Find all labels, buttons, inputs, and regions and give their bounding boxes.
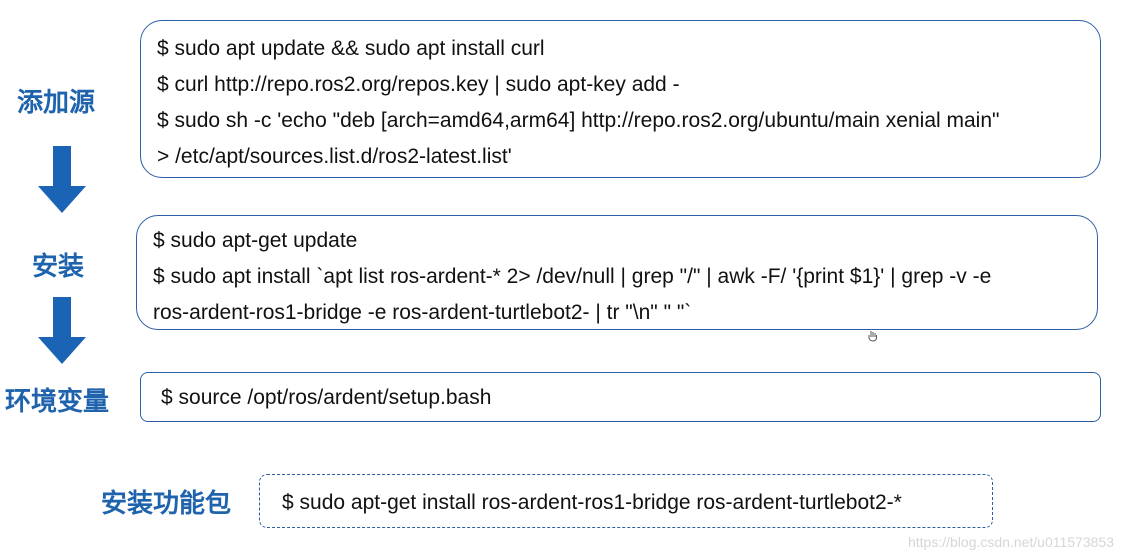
command-line: $ source /opt/ros/ardent/setup.bash <box>161 386 492 409</box>
command-box-environment: $ source /opt/ros/ardent/setup.bash <box>140 372 1101 422</box>
command-box-add-source: $ sudo apt update && sudo apt install cu… <box>140 20 1101 178</box>
step-label-environment: 环境变量 <box>5 387 110 417</box>
command-line: $ sudo apt install `apt list ros-ardent-… <box>153 265 992 288</box>
command-line: $ sudo sh -c 'echo "deb [arch=amd64,arm6… <box>157 109 1000 132</box>
down-arrow-icon <box>38 297 86 364</box>
down-arrow-icon <box>38 146 86 213</box>
command-line: $ sudo apt update && sudo apt install cu… <box>157 37 545 60</box>
step-label-feature-packages: 安装功能包 <box>101 489 232 519</box>
command-box-install: $ sudo apt-get update $ sudo apt install… <box>136 215 1098 330</box>
command-line: ros-ardent-ros1-bridge -e ros-ardent-tur… <box>153 301 692 324</box>
hand-cursor-icon <box>868 331 877 342</box>
command-box-feature-packages: $ sudo apt-get install ros-ardent-ros1-b… <box>259 474 993 528</box>
command-line: $ curl http://repo.ros2.org/repos.key | … <box>157 73 680 96</box>
command-line: > /etc/apt/sources.list.d/ros2-latest.li… <box>157 145 512 168</box>
command-line: $ sudo apt-get install ros-ardent-ros1-b… <box>282 491 902 514</box>
step-label-install: 安装 <box>32 252 85 282</box>
watermark: https://blog.csdn.net/u011573853 <box>907 534 1114 550</box>
command-line: $ sudo apt-get update <box>153 229 358 252</box>
step-label-add-source: 添加源 <box>17 88 96 118</box>
